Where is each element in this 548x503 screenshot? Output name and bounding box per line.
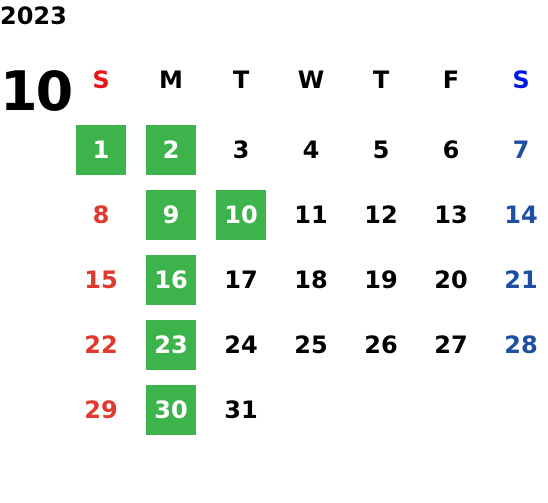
calendar-day[interactable]: 14 — [504, 201, 538, 229]
calendar-month: 10 — [0, 60, 73, 123]
weekday-sunday: S — [92, 66, 110, 94]
weekday-saturday: S — [512, 66, 530, 94]
calendar-day[interactable]: 23 — [146, 320, 196, 370]
calendar-day[interactable]: 18 — [294, 266, 328, 294]
calendar-day[interactable]: 27 — [434, 331, 468, 359]
calendar-day[interactable]: 8 — [92, 201, 110, 229]
calendar-day[interactable]: 21 — [504, 266, 538, 294]
calendar-day[interactable]: 28 — [504, 331, 538, 359]
calendar-day[interactable]: 25 — [294, 331, 328, 359]
calendar-day[interactable]: 26 — [364, 331, 398, 359]
calendar-day[interactable]: 12 — [364, 201, 398, 229]
calendar-day[interactable]: 19 — [364, 266, 398, 294]
weekday-thursday: T — [372, 66, 390, 94]
calendar-day[interactable]: 3 — [232, 136, 250, 164]
weekday-friday: F — [442, 66, 460, 94]
calendar-day[interactable]: 16 — [146, 255, 196, 305]
calendar-day[interactable]: 30 — [146, 385, 196, 435]
calendar-day[interactable]: 20 — [434, 266, 468, 294]
calendar-year: 2023 — [0, 2, 67, 30]
calendar-day[interactable]: 24 — [224, 331, 258, 359]
weekday-wednesday: W — [297, 66, 325, 94]
calendar-day[interactable]: 13 — [434, 201, 468, 229]
calendar-day[interactable]: 22 — [84, 331, 118, 359]
weekday-tuesday: T — [232, 66, 250, 94]
calendar-day[interactable]: 9 — [146, 190, 196, 240]
calendar-day[interactable]: 17 — [224, 266, 258, 294]
calendar-day[interactable]: 7 — [512, 136, 530, 164]
weekday-monday: M — [159, 66, 183, 94]
calendar-day[interactable]: 2 — [146, 125, 196, 175]
calendar-day[interactable]: 10 — [216, 190, 266, 240]
calendar-day[interactable]: 31 — [224, 396, 258, 424]
calendar-day[interactable]: 1 — [76, 125, 126, 175]
calendar-day[interactable]: 29 — [84, 396, 118, 424]
calendar-day[interactable]: 15 — [84, 266, 118, 294]
calendar-day[interactable]: 6 — [442, 136, 460, 164]
calendar-day[interactable]: 11 — [294, 201, 328, 229]
calendar-day[interactable]: 5 — [372, 136, 390, 164]
calendar-day[interactable]: 4 — [302, 136, 320, 164]
